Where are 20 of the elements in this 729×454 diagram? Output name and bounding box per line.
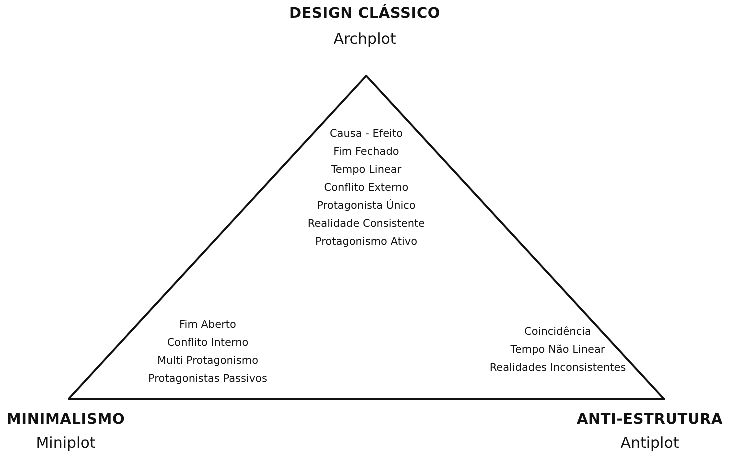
list-item-text: Causa - Efeito: [330, 127, 404, 141]
corner-subtitle: Archplot: [334, 30, 396, 48]
list-item-text: Tempo Não Linear: [510, 343, 606, 357]
corner-subtitle: Antiplot: [620, 434, 680, 452]
list-item-text: Protagonistas Passivos: [148, 372, 268, 386]
list-item-text: Protagonista Único: [317, 199, 416, 213]
list-item-text: Realidade Consistente: [308, 217, 426, 231]
list-item-text: Conflito Interno: [167, 336, 249, 350]
list-item-text: Fim Fechado: [334, 145, 400, 159]
list-item-text: Realidades Inconsistentes: [490, 361, 626, 375]
list-item-text: Protagonismo Ativo: [316, 235, 418, 249]
corner-heading: ANTI-ESTRUTURA: [576, 412, 724, 428]
list-item-text: Fim Aberto: [180, 318, 236, 332]
list-item-text: Tempo Linear: [331, 163, 402, 177]
list-item-text: Coincidência: [524, 325, 592, 339]
corner-heading: DESIGN CLÁSSICO: [289, 6, 441, 22]
corner-heading: MINIMALISMO: [6, 412, 126, 428]
corner-subtitle: Miniplot: [36, 434, 96, 452]
list-item-text: Multi Protagonismo: [158, 354, 258, 368]
list-item-text: Conflito Externo: [324, 181, 409, 195]
